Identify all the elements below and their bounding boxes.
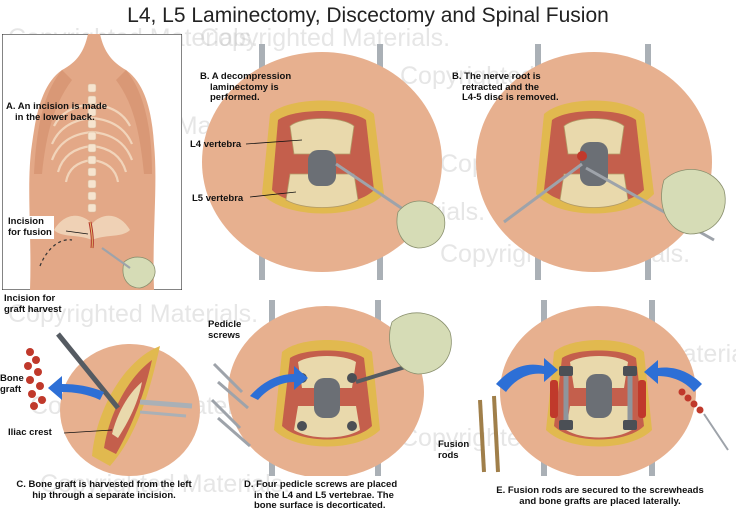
page-title: L4, L5 Laminectomy, Discectomy and Spina… (127, 4, 609, 27)
label-bone-graft: Bone graft (0, 373, 24, 395)
caption-a: A. An incision is made in the lower back… (6, 101, 108, 123)
arrow-icon (48, 376, 104, 400)
loose-fusion-rods (478, 395, 500, 473)
pedicle-screw-illustration (210, 300, 452, 476)
caption-c: C. Bone graft is harvested from the left… (16, 479, 192, 501)
label-l5-vertebra: L5 vertebra (192, 193, 244, 204)
gloved-hand-icon (396, 200, 446, 249)
arrow-icon (496, 358, 558, 392)
gloved-hand-icon (101, 247, 156, 289)
caption-d: D. Four pedicle screws are placed in the… (244, 479, 398, 511)
panel-d-pedicle-screws: Pedicle screws D. Four pedicle screws ar… (206, 300, 466, 516)
caption-b2: B. The nerve root is retracted and the L… (452, 71, 559, 103)
arrow-icon (644, 360, 702, 392)
pedicle-screws (210, 362, 251, 448)
label-incision-graft: Incision for graft harvest (4, 293, 62, 315)
label-l4-vertebra: L4 vertebra (190, 139, 242, 150)
gloved-hand-icon (661, 169, 726, 235)
caption-e: E. Fusion rods are secured to the screwh… (496, 485, 704, 507)
label-pedicle-screws: Pedicle screws (208, 319, 242, 341)
label-incision-fusion: Incision for fusion (6, 216, 54, 239)
arrow-icon (250, 366, 308, 400)
panel-e-fusion-rods: Fusion rods E. Fusion rods are secured t… (438, 300, 734, 516)
discectomy-illustration (476, 44, 726, 280)
graft-harvest-illustration (24, 332, 200, 476)
panel-b-laminectomy: B. A decompression laminectomy is perfor… (190, 44, 450, 280)
panel-a-back-view: A. An incision is made in the lower back… (2, 34, 182, 314)
back-illustration (2, 34, 182, 290)
panel-b-discectomy: B. The nerve root is retracted and the L… (452, 44, 734, 280)
caption-b1: B. A decompression laminectomy is perfor… (200, 71, 292, 103)
fusion-rods-illustration (478, 300, 729, 476)
bone-graft-pieces (24, 348, 46, 410)
lateral-bone-grafts (550, 380, 646, 418)
label-iliac-crest: Iliac crest (8, 427, 52, 438)
label-fusion-rods: Fusion rods (438, 439, 470, 461)
screw-heads (559, 366, 637, 430)
panel-c-graft-harvest: Bone graft Iliac crest C. Bone graft is … (0, 330, 208, 514)
gloved-hand-icon (389, 312, 452, 375)
laminectomy-illustration (202, 44, 446, 280)
